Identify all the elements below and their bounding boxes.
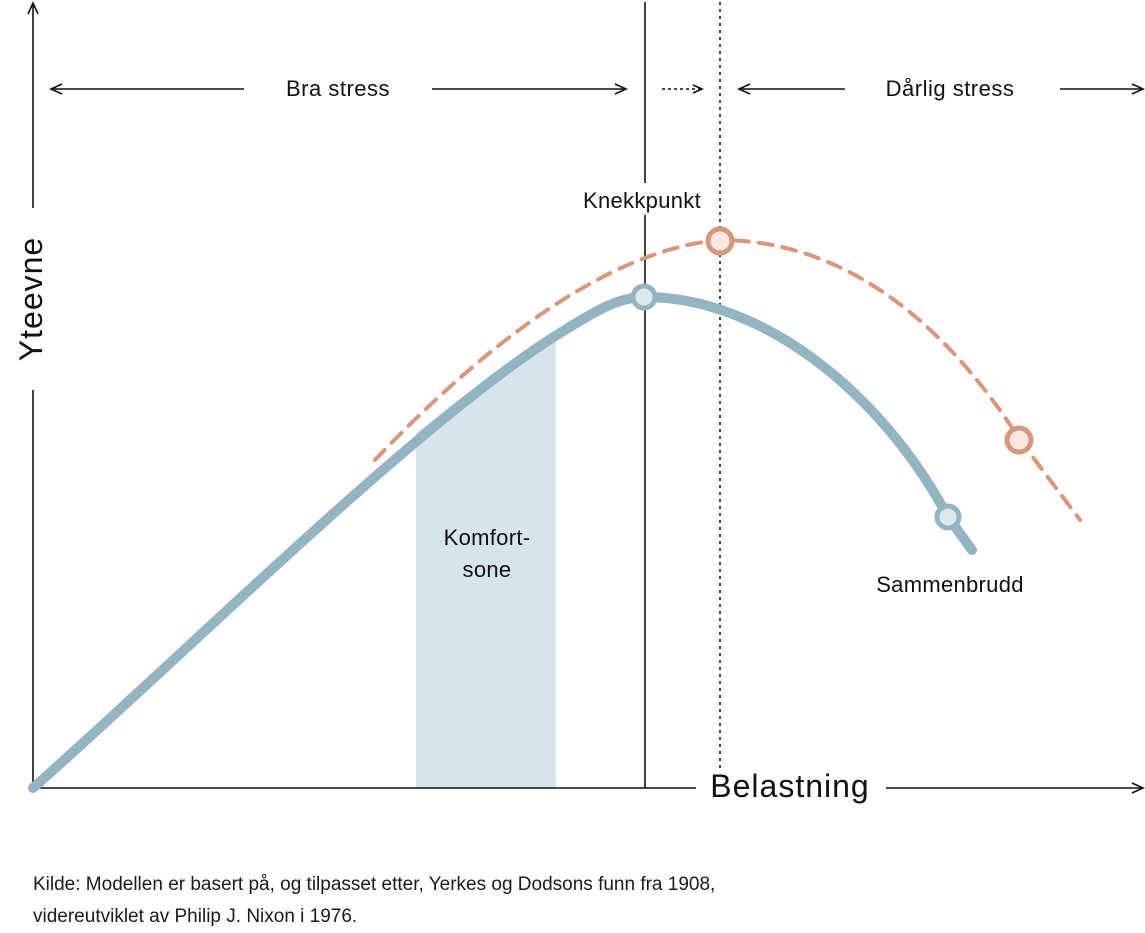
- comfort-zone-label-line1: Komfort-: [444, 525, 531, 550]
- performance-curve: [28, 292, 977, 793]
- peak-marker: [630, 283, 658, 311]
- comfort-zone-label-line2: sone: [463, 557, 512, 582]
- source-note: Kilde: Modellen er basert på, og tilpass…: [33, 869, 1033, 933]
- comfort-zone-band: [416, 334, 556, 788]
- breakdown-label: Sammenbrudd: [876, 572, 1024, 597]
- x-axis-label: Belastning: [710, 768, 869, 804]
- breaking-point-label: Knekkpunkt: [583, 188, 701, 213]
- source-line-1: Kilde: Modellen er basert på, og tilpass…: [33, 874, 716, 895]
- bad-stress-label: Dårlig stress: [886, 76, 1015, 101]
- good-stress-label: Bra stress: [286, 76, 390, 101]
- breakdown-marker: [934, 503, 962, 531]
- y-axis-label: Yteevne: [13, 237, 49, 361]
- extended-peak-marker: [705, 226, 735, 256]
- source-line-2: videreutviklet av Philip J. Nixon i 1976…: [33, 906, 358, 927]
- extended-breakdown-marker: [1004, 425, 1034, 455]
